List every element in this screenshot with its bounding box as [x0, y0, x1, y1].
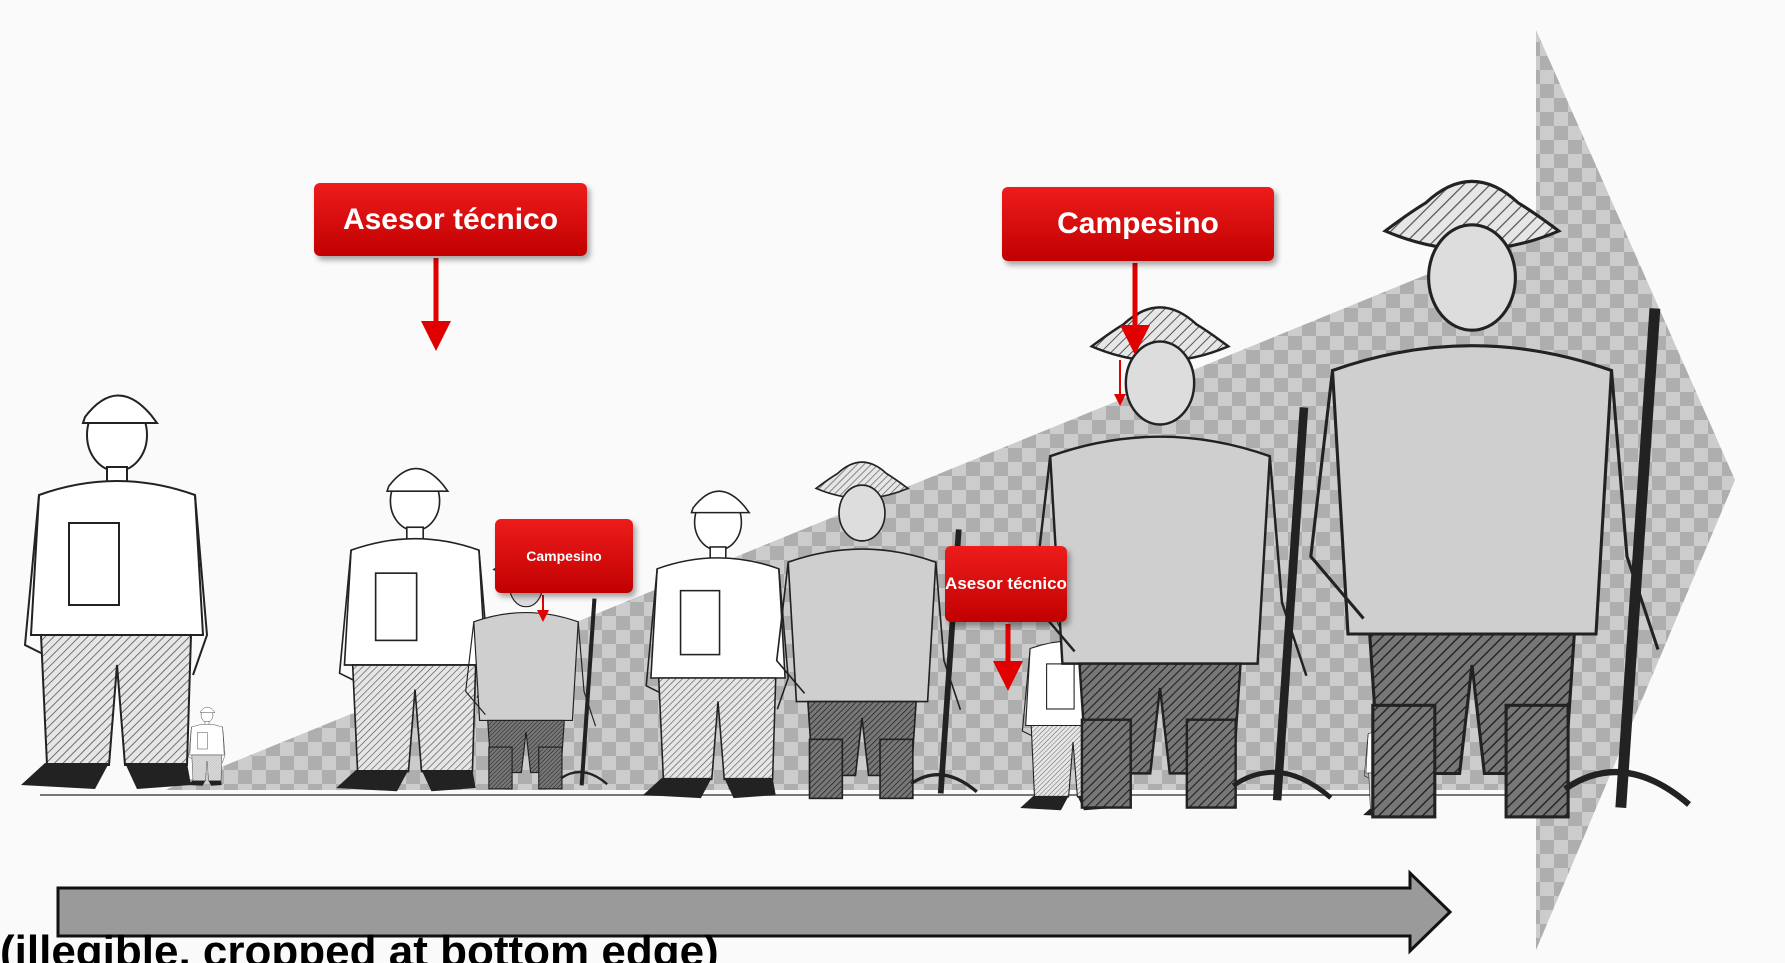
technician-figure-icon: [20, 394, 208, 790]
callout-asesor-tecnico-small: Asesor técnico: [945, 546, 1067, 622]
callout-campesino-large: Campesino: [1002, 187, 1274, 261]
caption-text-cropped: (illegible, cropped at bottom edge): [0, 927, 719, 963]
time-arrow: [56, 869, 1453, 955]
callout-asesor-tecnico-large: Asesor técnico: [314, 183, 587, 256]
callout-campesino-small: Campesino: [495, 519, 633, 593]
